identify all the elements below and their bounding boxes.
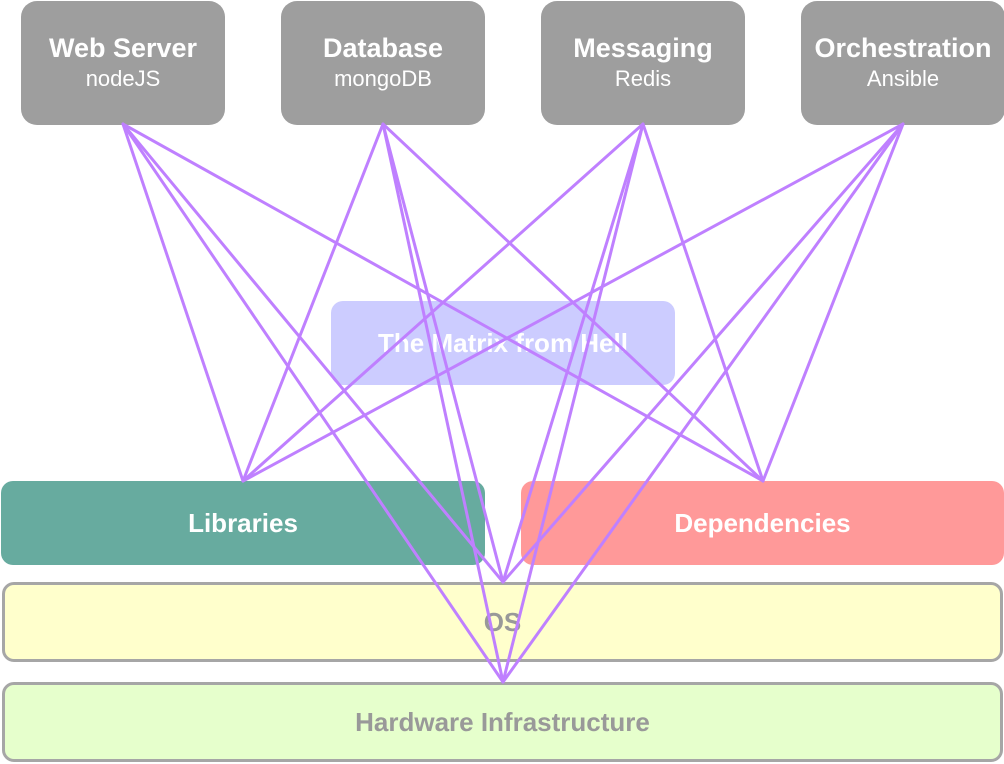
- service-subtitle: mongoDB: [334, 66, 432, 91]
- libraries-box: Libraries: [1, 481, 485, 565]
- service-title: Web Server: [48, 33, 198, 63]
- os-layer: OS: [2, 582, 1003, 662]
- dependencies-label: Dependencies: [674, 507, 851, 538]
- hardware-layer: Hardware Infrastructure: [2, 682, 1003, 762]
- service-title: Orchestration: [814, 33, 992, 63]
- service-box-database: Database mongoDB: [281, 1, 485, 125]
- libraries-label: Libraries: [188, 507, 298, 538]
- service-subtitle: Ansible: [866, 66, 940, 91]
- hardware-label: Hardware Infrastructure: [355, 706, 650, 737]
- service-title: Database: [322, 33, 444, 63]
- service-title: Messaging: [573, 33, 713, 63]
- os-label: OS: [483, 606, 522, 637]
- matrix-from-hell-box: The Matrix from Hell: [331, 301, 675, 385]
- service-box-messaging: Messaging Redis: [541, 1, 745, 125]
- service-subtitle: Redis: [614, 66, 672, 91]
- service-box-web-server: Web Server nodeJS: [21, 1, 225, 125]
- service-subtitle: nodeJS: [85, 66, 161, 91]
- matrix-label: The Matrix from Hell: [378, 327, 628, 358]
- dependencies-box: Dependencies: [521, 481, 1004, 565]
- service-box-orchestration: Orchestration Ansible: [801, 1, 1004, 125]
- connector-orchestration-to-dependencies: [761, 122, 905, 483]
- connector-web-server-to-libraries: [121, 122, 245, 483]
